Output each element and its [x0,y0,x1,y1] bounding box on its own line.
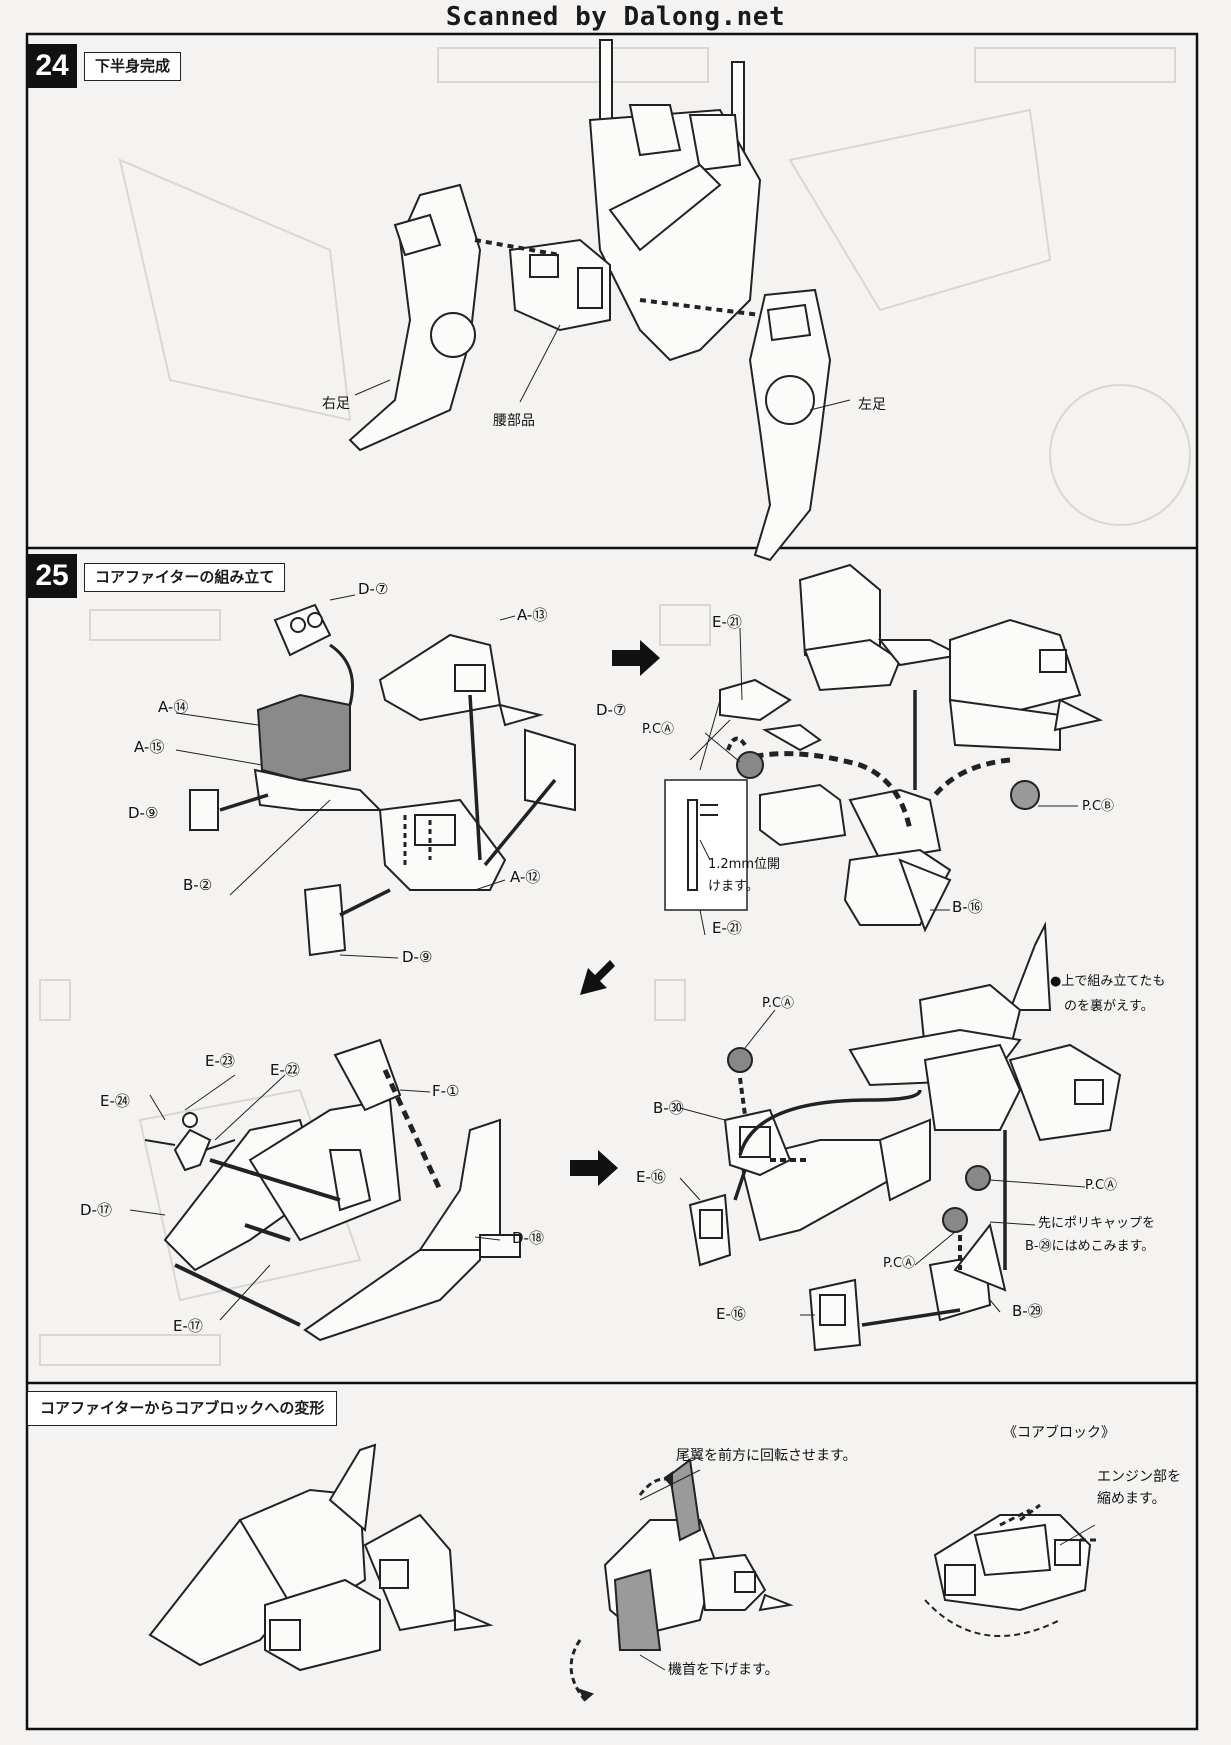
note-engine-line2: 縮めます。 [1097,1491,1166,1507]
part-a15: A-⑮ [134,738,165,756]
note-polycap-line2: B-㉙にはめこみます。 [1025,1239,1155,1254]
note-flip-line1: ●上で組み立てたも [1050,974,1166,989]
note-tail-rotate: 尾翼を前方に回転させます。 [676,1448,857,1464]
step-25-number: 25 [27,554,77,598]
drill-note-line2: けます。 [708,879,759,894]
core-block-heading: 《コアブロック》 [1003,1425,1115,1441]
part-d17: D-⑰ [80,1201,112,1219]
part-a12: A-⑫ [510,868,541,886]
step-25-title: コアファイターの組み立て [84,563,286,592]
part-a14: A-⑭ [158,698,189,716]
note-nose-lower: 機首を下げます。 [668,1662,779,1678]
part-b16: B-⑯ [952,898,983,916]
part-d7-right: D-⑦ [596,701,627,719]
step-24-title: 下半身完成 [84,52,182,81]
label-right-leg: 右足 [322,396,350,412]
step-24-number: 24 [27,44,77,88]
note-flip-line2: のを裏がえす。 [1064,999,1154,1014]
polycap-a-b: P.CⒶ [642,722,675,737]
part-d9-left: D-⑨ [128,804,159,822]
part-e24: E-㉔ [100,1092,130,1110]
part-d7-top: D-⑦ [358,580,389,598]
part-f1: F-① [432,1082,460,1100]
polycap-a-mid: P.CⒶ [1085,1178,1118,1193]
scanner-banner: Scanned by Dalong.net [445,2,786,32]
part-e17: E-⑰ [173,1317,203,1335]
part-e16-bottom: E-⑯ [716,1305,746,1323]
part-e16-top: E-⑯ [636,1168,666,1186]
polycap-a-top: P.CⒶ [762,996,795,1011]
polycap-b: P.CⒷ [1082,799,1115,814]
polycap-a-low: P.CⒶ [883,1256,916,1271]
part-d18: D-⑱ [512,1229,544,1247]
label-left-leg: 左足 [858,397,886,413]
part-b30: B-㉚ [653,1099,684,1117]
part-e21-bottom: E-㉑ [712,919,742,937]
part-b2: B-② [183,876,213,894]
part-e21-top: E-㉑ [712,613,742,631]
part-d9-bottom: D-⑨ [402,948,433,966]
part-b29: B-㉙ [1012,1302,1043,1320]
transform-title: コアファイターからコアブロックへの変形 [27,1391,338,1426]
drill-note-line1: 1.2mm位開 [708,857,781,872]
part-e22: E-㉒ [270,1061,300,1079]
note-engine-line1: エンジン部を [1097,1469,1181,1485]
part-a13: A-⑬ [517,606,548,624]
label-waist-part: 腰部品 [493,413,535,429]
note-polycap-line1: 先にポリキャップを [1038,1216,1156,1231]
part-e23: E-㉓ [205,1052,235,1070]
